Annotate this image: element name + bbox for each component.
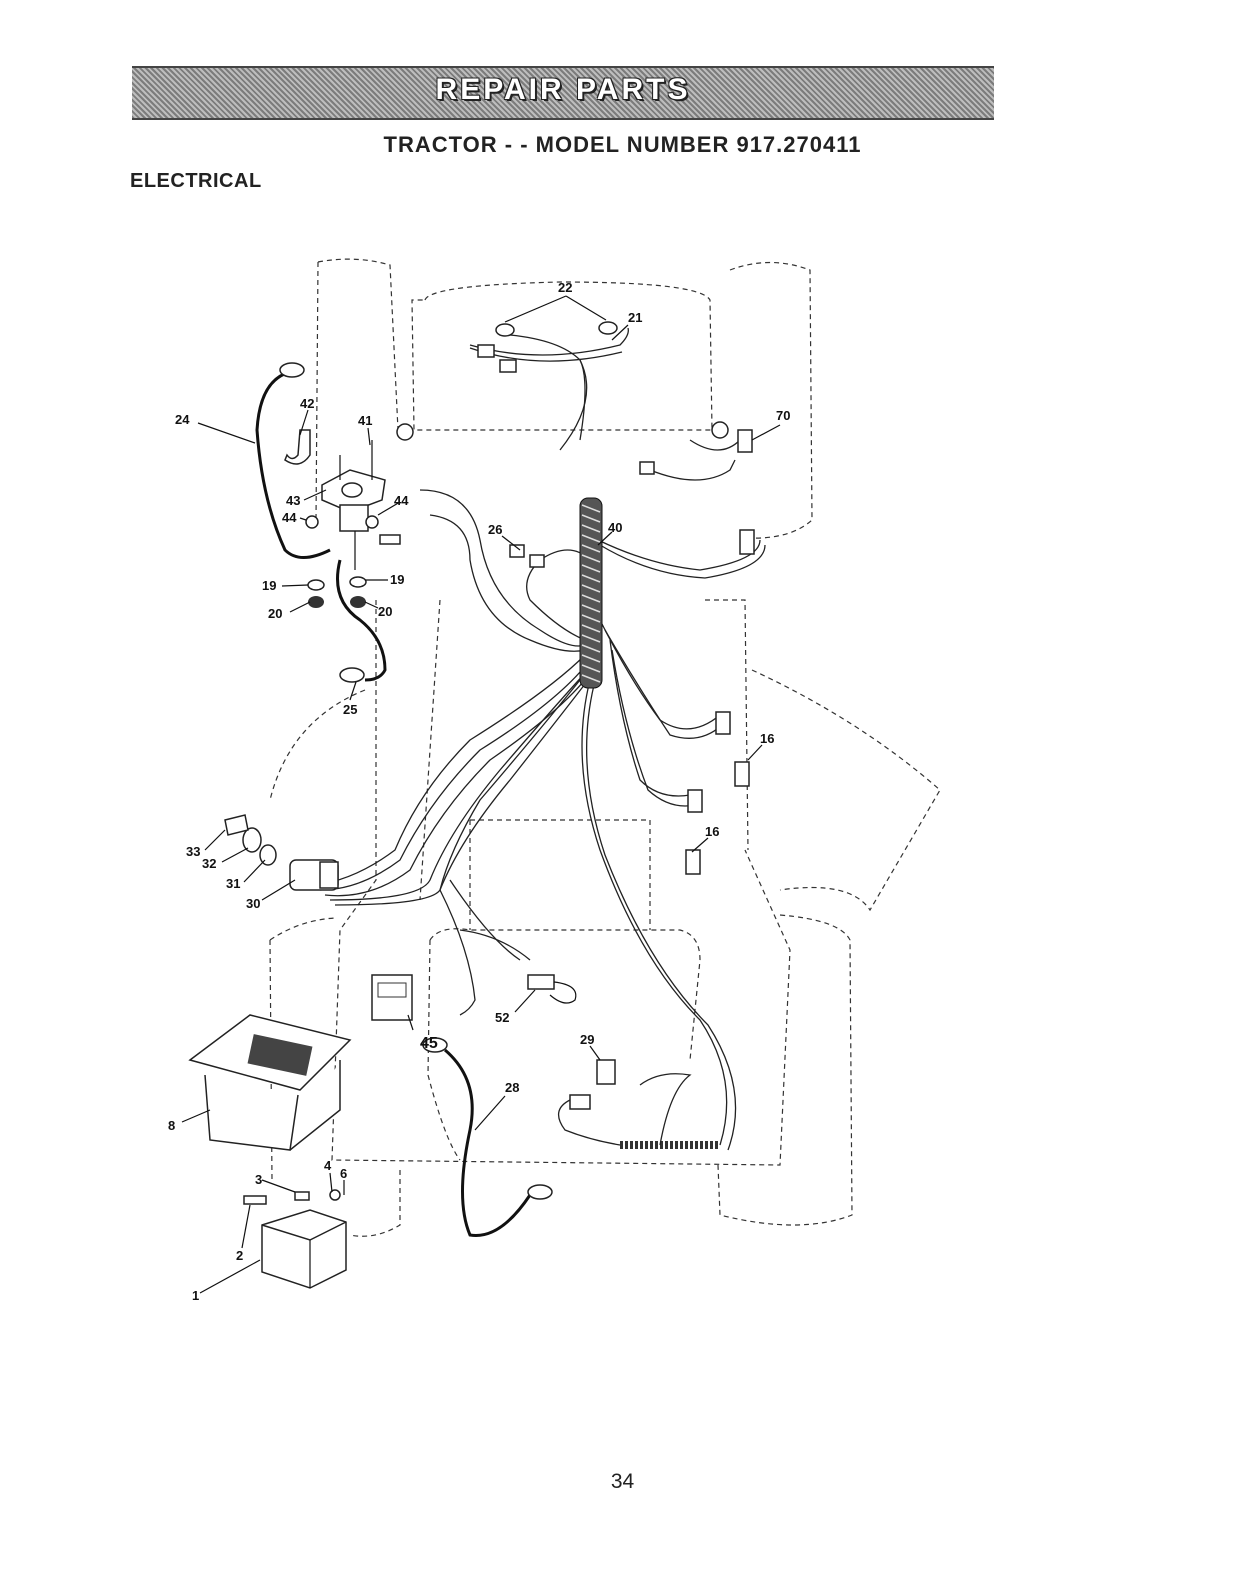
wiring-harness	[315, 328, 765, 1150]
callout-44-right: 44	[394, 493, 409, 508]
ignition-switch	[225, 815, 338, 890]
callout-45: 45	[420, 1035, 438, 1052]
callout-30: 30	[246, 896, 260, 911]
lights-connectors	[380, 322, 754, 874]
callout-2: 2	[236, 1248, 243, 1263]
callout-26: 26	[488, 522, 502, 537]
callout-24: 24	[175, 412, 190, 427]
battery-box	[190, 1015, 350, 1150]
callout-6: 6	[340, 1166, 347, 1181]
callout-28: 28	[505, 1080, 519, 1095]
callout-3: 3	[255, 1172, 262, 1187]
callout-31: 31	[226, 876, 240, 891]
callout-20-right: 20	[378, 604, 392, 619]
callout-44-left: 44	[282, 510, 297, 525]
callout-41: 41	[358, 413, 372, 428]
callout-22: 22	[558, 280, 572, 295]
callout-33: 33	[186, 844, 200, 859]
callout-16-lower: 16	[705, 824, 719, 839]
callout-19-left: 19	[262, 578, 276, 593]
callout-4: 4	[324, 1158, 332, 1173]
callout-42: 42	[300, 396, 314, 411]
callout-25: 25	[343, 702, 357, 717]
tractor-outline	[270, 259, 940, 1236]
callout-29: 29	[580, 1032, 594, 1047]
battery	[244, 1190, 346, 1288]
callout-40: 40	[608, 520, 622, 535]
callout-16-upper: 16	[760, 731, 774, 746]
callout-19-right: 19	[390, 572, 404, 587]
callout-20-left: 20	[268, 606, 282, 621]
callout-43: 43	[286, 493, 300, 508]
callout-52: 52	[495, 1010, 509, 1025]
callout-32: 32	[202, 856, 216, 871]
callout-1: 1	[192, 1288, 199, 1303]
callout-8: 8	[168, 1118, 175, 1133]
misc-modules	[372, 975, 690, 1145]
page-number: 34	[0, 1470, 1245, 1494]
callout-21: 21	[628, 310, 642, 325]
solenoid-assembly	[285, 430, 385, 608]
callout-70: 70	[776, 408, 790, 423]
